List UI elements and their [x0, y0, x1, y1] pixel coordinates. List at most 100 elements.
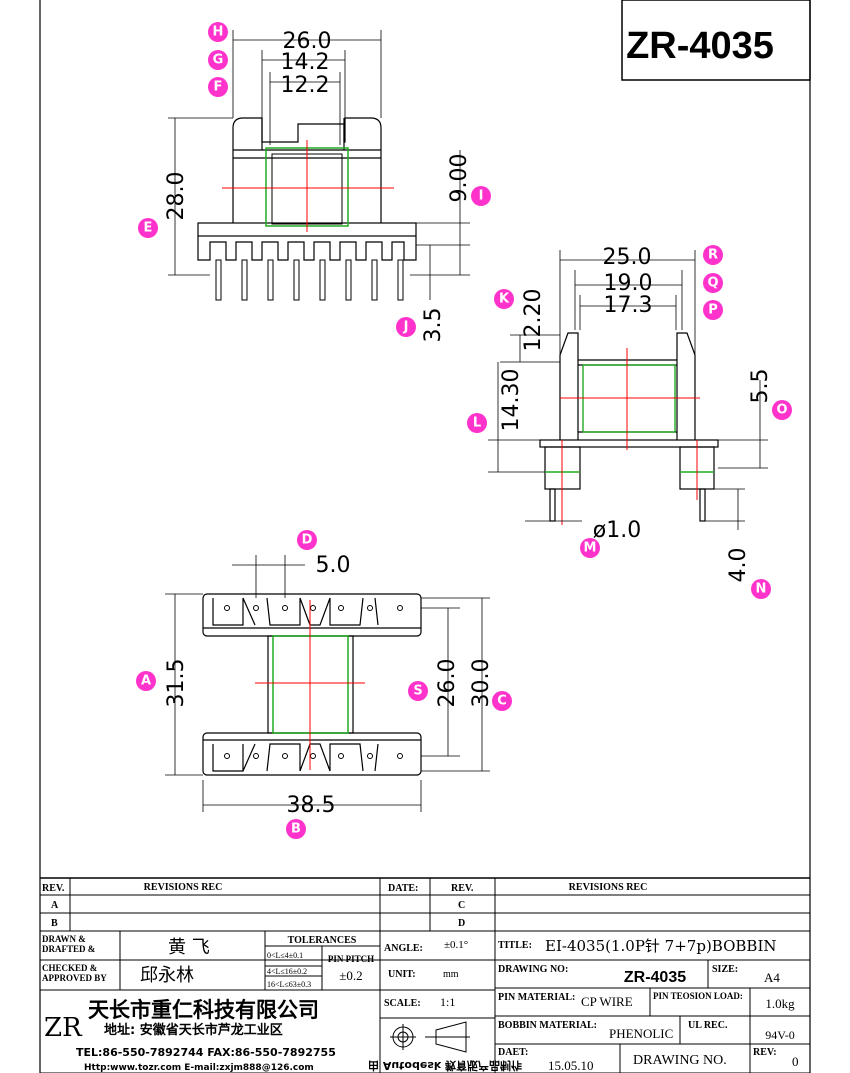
dim-bot-31-5: 31.5 [164, 659, 189, 708]
tb-unit-label: UNIT: [388, 969, 416, 980]
svg-text:R: R [708, 248, 718, 263]
tb-drawn-label: DRAWN &DRAFTED & [42, 934, 96, 954]
side-green [545, 364, 714, 473]
dim-bot-26: 26.0 [435, 659, 460, 708]
company-logo: ZR [44, 1013, 83, 1043]
marker-G: G [208, 50, 228, 70]
tb-tension-label: PIN TEOSION LOAD: [653, 991, 743, 1001]
svg-text:M: M [584, 541, 597, 556]
title-block-lines [40, 877, 810, 1073]
marker-K: K [494, 289, 514, 309]
tb-tol-hdr: TOLERANCES [288, 935, 357, 946]
marker-A: A [136, 671, 156, 691]
tb-rev-hdr: REV. [42, 883, 65, 894]
tb-ul-val: 94V-0 [765, 1028, 795, 1042]
company-web: Http:www.tozr.com E-mail:zxjm888@126.com [84, 1063, 314, 1073]
tb-revisions-hdr2: REVISIONS REC [569, 882, 648, 893]
dim-side-5-5: 5.5 [748, 369, 773, 404]
tb-bobbin-material-label: BOBBIN MATERIAL: [498, 1020, 597, 1031]
tb-date-val: 15.05.10 [548, 1058, 594, 1073]
marker-B: B [286, 819, 306, 839]
tb-tol1: 0<L≤4±0.1 [267, 951, 303, 960]
tb-pin-material-label: PIN MATERIAL: [498, 992, 575, 1003]
marker-M: M [580, 538, 600, 558]
svg-text:F: F [214, 80, 223, 95]
svg-text:G: G [213, 53, 224, 68]
svg-text:C: C [497, 694, 507, 709]
marker-P: P [703, 300, 723, 320]
title-block-text: REV. REVISIONS REC DATE: REV. REVISIONS … [42, 882, 799, 1073]
marker-I: I [471, 186, 491, 206]
tb-tol3: 16<L≤63±0.3 [267, 980, 311, 989]
dim-bot-30: 30.0 [469, 659, 494, 708]
tb-drawing-no2: DRAWING NO. [633, 1053, 727, 1068]
dim-top-28: 28.0 [164, 172, 189, 221]
dim-top-12-2: 12.2 [281, 73, 330, 98]
tb-rev-val: 0 [792, 1054, 799, 1069]
marker-D: D [297, 530, 317, 550]
side-centerlines [560, 348, 700, 525]
tb-angle-label: ANGLE: [384, 943, 423, 954]
tb-revisions-hdr: REVISIONS REC [144, 882, 223, 893]
svg-text:E: E [144, 221, 153, 236]
dim-top-14-2: 14.2 [281, 50, 330, 75]
tb-ul-label: UL REC. [688, 1020, 728, 1031]
tb-title-label: TITLE: [498, 940, 532, 951]
marker-L: L [467, 413, 487, 433]
tb-rev-a: A [51, 900, 59, 911]
tb-pin-material-val: CP WIRE [581, 994, 633, 1009]
tb-date-label: DAET: [498, 1047, 528, 1058]
bottom-centerlines [255, 600, 365, 770]
tb-pin-pitch-val: ±0.2 [339, 968, 362, 983]
tb-rev-label: REV: [753, 1047, 777, 1058]
tb-drawn-name: 黄 飞 [168, 937, 210, 958]
tb-pin-pitch-label: PIN PITCH [328, 954, 374, 964]
svg-text:N: N [756, 582, 767, 597]
dim-top-9: 9.00 [447, 154, 472, 203]
svg-text:D: D [302, 533, 313, 548]
tb-tension-val: 1.0kg [765, 996, 795, 1011]
svg-text:B: B [291, 822, 301, 837]
tb-checked-name: 邱永林 [140, 965, 194, 986]
svg-text:S: S [413, 684, 422, 699]
side-view [539, 332, 719, 522]
tb-date-hdr: DATE: [388, 883, 418, 894]
svg-text:L: L [473, 416, 481, 431]
tb-title-val: EI-4035(1.0P针 7+7p)BOBBIN [545, 937, 777, 955]
marker-S: S [408, 681, 428, 701]
svg-text:J: J [403, 320, 409, 335]
autodesk-watermark: 由 Autodesk 教育版产品制作 [368, 1059, 522, 1073]
marker-R: R [703, 245, 723, 265]
marker-F: F [208, 77, 228, 97]
bottom-dimlines [165, 555, 490, 812]
tb-size-label: SIZE: [712, 964, 738, 975]
tb-size-val: A4 [764, 970, 780, 985]
tb-rev-d: D [458, 918, 465, 929]
dim-side-14-3: 14.30 [499, 369, 524, 432]
marker-E: E [138, 218, 158, 238]
svg-text:I: I [479, 189, 484, 204]
marker-O: O [772, 400, 792, 420]
dim-top-26: 26.0 [283, 29, 332, 54]
svg-text:O: O [776, 403, 787, 418]
dim-side-12-2: 12.20 [521, 289, 546, 352]
company-name: 天长市重仁科技有限公司 [88, 998, 319, 1022]
marker-N: N [751, 579, 771, 599]
tb-bobbin-material-val: PHENOLIC [609, 1026, 673, 1041]
company-tel: TEL:86-550-7892744 FAX:86-550-7892755 [76, 1046, 336, 1059]
bottom-view [202, 593, 422, 776]
marker-H: H [208, 22, 228, 42]
tb-unit-val: mm [443, 969, 459, 980]
dim-side-19: 19.0 [604, 271, 653, 296]
marker-Q: Q [703, 273, 723, 293]
side-dimlines [488, 250, 768, 530]
company-address: 地址: 安徽省天长市芦龙工业区 [104, 1022, 283, 1038]
dim-side-pin-d: ø1.0 [593, 518, 641, 543]
dim-top-3-5: 3.5 [421, 308, 446, 343]
tb-scale-val: 1:1 [440, 995, 455, 1009]
front-dimlines [168, 30, 470, 300]
dim-bot-5: 5.0 [316, 553, 351, 578]
tb-tol2: 4<L≤16±0.2 [267, 967, 307, 976]
